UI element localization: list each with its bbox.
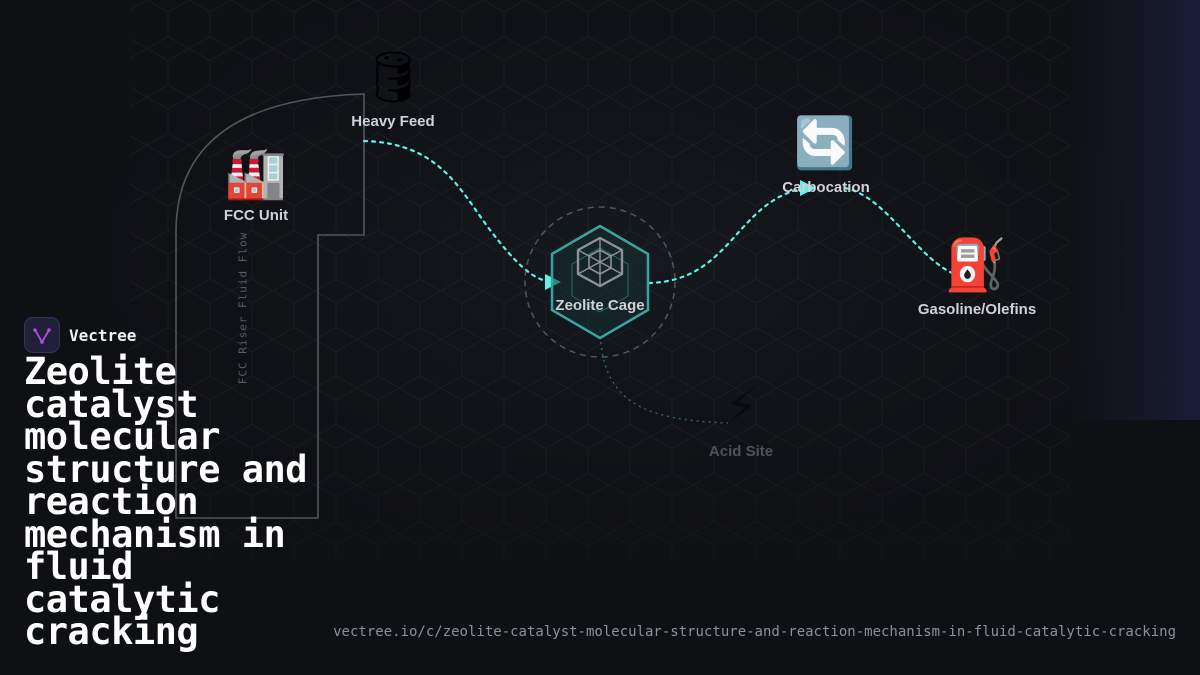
right-edge-glow xyxy=(1070,0,1200,420)
brand[interactable]: Vectree xyxy=(24,317,136,353)
brand-logo-icon xyxy=(24,317,60,353)
cage-icon xyxy=(576,236,624,288)
zeolite-cage-halo xyxy=(524,206,676,358)
oil-drum-icon: 🛢 xyxy=(361,48,425,106)
fuel-pump-icon: ⛽ xyxy=(944,236,1008,294)
node-label-gasoline: Gasoline/Olefins xyxy=(917,301,1037,318)
node-label-carbocation: Carbocation xyxy=(782,179,870,196)
flow-path-cage-to-acid-site xyxy=(599,329,729,424)
page-url[interactable]: vectree.io/c/zeolite-catalyst-molecular-… xyxy=(333,624,1176,640)
zeolite-cage-inner-hexagon xyxy=(571,247,629,313)
factory-icon: 🏭 xyxy=(224,144,288,202)
node-label-acid-site: Acid Site xyxy=(708,443,774,460)
node-label-heavy-feed: Heavy Feed xyxy=(351,113,435,130)
flow-path-feed-to-cage xyxy=(362,139,552,284)
bottom-fade xyxy=(0,430,1200,675)
node-label-fcc-unit: FCC Unit xyxy=(223,207,289,224)
cycle-arrows-icon: 🔄 xyxy=(793,114,857,172)
brand-name: Vectree xyxy=(69,325,137,345)
lightning-icon: ⚡ xyxy=(723,378,759,436)
page-title: Zeolite catalyst molecular structure and… xyxy=(24,350,308,653)
fcc-riser-outline xyxy=(175,93,365,519)
node-label-zeolite-cage: Zeolite Cage xyxy=(555,297,645,314)
flow-path-carbocation-to-gasoline xyxy=(843,186,954,275)
arrowhead-into-carbocation xyxy=(800,180,816,196)
